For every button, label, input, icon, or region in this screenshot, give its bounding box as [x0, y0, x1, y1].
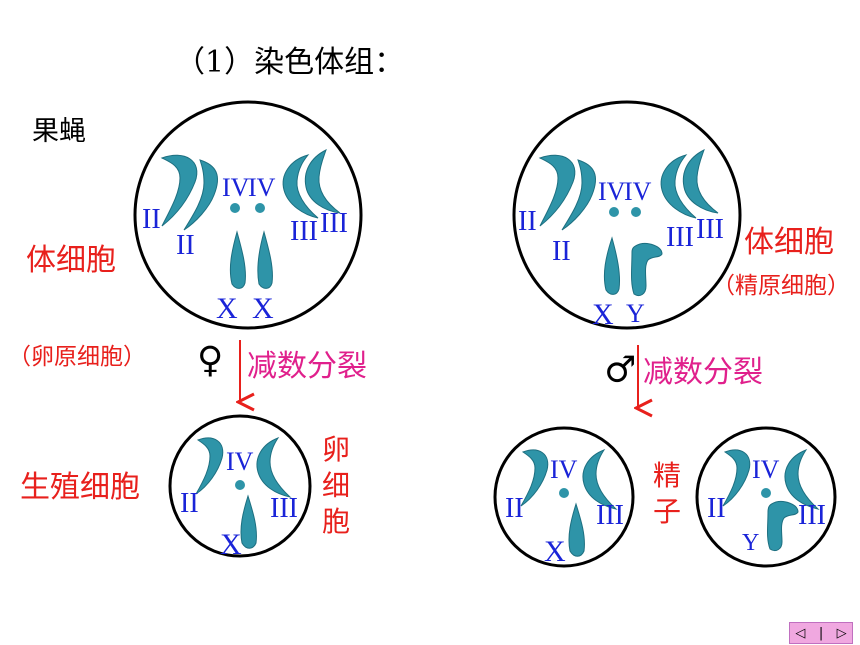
chromosome-II-sperm-y — [722, 449, 751, 507]
chromosome-X-egg — [240, 494, 257, 549]
label-Y-right: Y — [626, 299, 645, 328]
chromosome-X-right — [603, 236, 620, 295]
chromosome-III-right-b — [682, 149, 719, 214]
label-II-sperm-y: II — [707, 493, 726, 524]
organism-label: 果蝇 — [32, 116, 86, 147]
chromosome-IV-left-b — [255, 203, 265, 213]
label-IV-sperm-x: IV — [550, 455, 578, 484]
sperm-origin-label: （精原细胞） — [712, 273, 850, 299]
label-IV-left-a: IV — [222, 173, 250, 202]
page-title: （1）染色体组： — [175, 45, 405, 80]
prev-slide-button[interactable]: ◁ — [795, 625, 806, 641]
chromosome-III-right-a — [660, 154, 697, 219]
label-II-right-b: II — [552, 236, 571, 267]
chromosome-III-left-a — [282, 154, 319, 219]
somatic-cell-label-male: 体细胞 — [744, 225, 834, 260]
meiosis-label-female: 减数分裂 — [247, 349, 367, 384]
chromosome-II-left-b — [183, 159, 218, 231]
label-III-egg: III — [270, 493, 298, 524]
chromosome-IV-right-b — [631, 207, 641, 217]
label-IV-right-a: IV — [598, 177, 626, 206]
egg-cell-label: 卵细胞 — [322, 433, 351, 538]
chromosome-IV-egg — [235, 480, 245, 490]
chromosome-II-right-b — [561, 159, 596, 231]
label-IV-sperm-y: IV — [752, 455, 780, 484]
chromosome-X-left-a — [229, 230, 246, 289]
label-II-sperm-x: II — [505, 493, 524, 524]
germ-cell-label: 生殖细胞 — [20, 470, 140, 505]
chromosome-III-egg — [256, 436, 292, 498]
chromosome-III-sperm-y — [784, 448, 820, 510]
chromosome-II-left-a — [160, 154, 198, 227]
chromosome-IV-sperm-x — [559, 488, 569, 498]
label-II-left-a: II — [142, 204, 161, 235]
label-III-right-b: III — [696, 214, 724, 245]
male-symbol-icon: ♂ — [604, 350, 637, 391]
meiosis-label-male: 减数分裂 — [643, 355, 763, 390]
chromosome-II-right-a — [538, 154, 576, 227]
label-X-left-a: X — [216, 292, 238, 325]
oocyte-origin-label: （卵原细胞） — [8, 344, 146, 370]
chromosome-Y-sperm — [767, 501, 799, 552]
label-IV-right-b: IV — [624, 177, 652, 206]
chromosome-IV-left-a — [230, 203, 240, 213]
chromosome-X-left-b — [257, 230, 273, 289]
label-X-right: X — [592, 298, 614, 331]
label-IV-egg: IV — [226, 447, 254, 476]
female-symbol-icon: ♀ — [197, 340, 224, 381]
somatic-cell-label-female: 体细胞 — [26, 243, 116, 278]
label-X-egg: X — [220, 528, 242, 561]
chromosome-II-sperm-x — [520, 449, 549, 507]
slide-nav-bar: ◁ | ▷ — [789, 622, 853, 644]
chromosome-III-sperm-x — [582, 448, 618, 510]
next-slide-button[interactable]: ▷ — [836, 625, 847, 641]
label-II-right-a: II — [518, 206, 537, 237]
label-X-sperm: X — [544, 535, 566, 568]
chromosome-IV-sperm-y — [761, 488, 771, 498]
label-III-left-a: III — [290, 216, 318, 247]
chromosome-II-egg — [195, 437, 224, 495]
chromosome-III-left-b — [304, 149, 341, 214]
label-III-sperm-y: III — [798, 500, 826, 531]
label-II-egg: II — [180, 488, 199, 519]
label-III-right-a: III — [666, 222, 694, 253]
label-III-sperm-x: III — [596, 500, 624, 531]
label-IV-left-b: IV — [248, 173, 276, 202]
chromosome-Y-right — [631, 243, 663, 297]
chromosome-X-sperm — [568, 502, 585, 557]
sperm-label: 精子 — [653, 459, 682, 528]
label-X-left-b: X — [252, 292, 274, 325]
chromosome-IV-right-a — [609, 207, 619, 217]
nav-divider: | — [818, 625, 824, 641]
label-Y-sperm: Y — [742, 530, 759, 556]
label-II-left-b: II — [176, 230, 195, 261]
label-III-left-b: III — [320, 208, 348, 239]
